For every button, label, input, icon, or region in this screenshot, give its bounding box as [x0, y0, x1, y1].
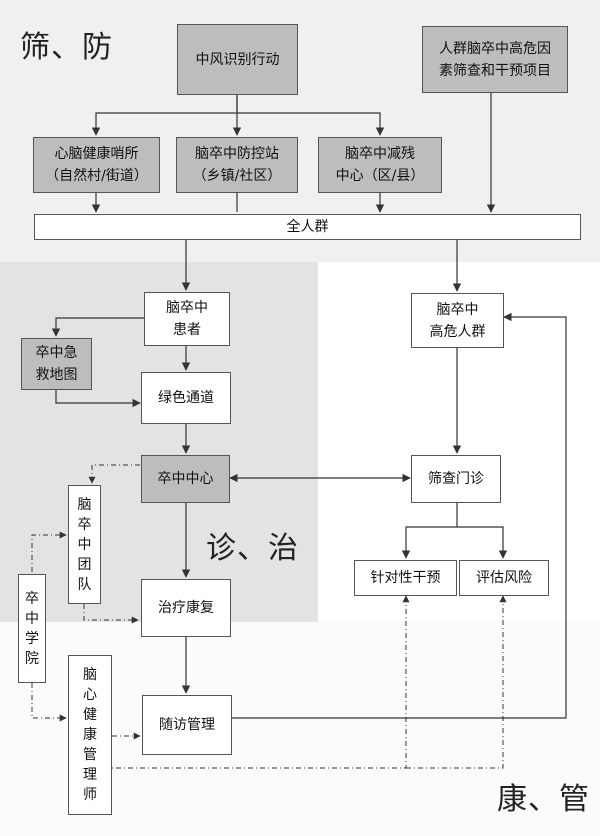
- section-label-diagnosis: 诊、治: [206, 531, 299, 566]
- treatment-rehab-box: 治疗康复: [141, 579, 231, 637]
- first-aid-map-box: 卒中急 救地图: [21, 338, 92, 390]
- disability-reduction-center-box: 脑卒中减残 中心（区/县）: [318, 137, 442, 193]
- high-risk-group-box: 脑卒中 高危人群: [411, 293, 504, 348]
- section-label-screening: 筛、防: [20, 30, 113, 65]
- whole-population-box: 全人群: [34, 214, 581, 240]
- stroke-center-box: 卒中中心: [141, 455, 230, 503]
- stroke-academy-box: 卒 中 学 院: [18, 574, 46, 683]
- section-label-management: 康、管: [497, 782, 590, 817]
- stroke-patients-box: 脑卒中 患者: [144, 292, 230, 346]
- screening-clinic-box: 筛查门诊: [411, 455, 501, 503]
- targeted-intervention-box: 针对性干预: [354, 560, 457, 596]
- health-manager-box: 脑 心 健 康 管 理 师: [68, 655, 112, 815]
- green-channel-box: 绿色通道: [141, 372, 231, 424]
- high-risk-screening-project-box: 人群脑卒中高危因 素筛查和干预项目: [422, 26, 568, 93]
- stroke-team-box: 脑 卒 中 团 队: [68, 485, 101, 604]
- stroke-recognition-action-box: 中风识别行动: [177, 24, 298, 95]
- health-sentinel-box: 心脑健康哨所 （自然村/街道）: [33, 137, 160, 193]
- risk-assessment-box: 评估风险: [459, 560, 549, 596]
- arrow-screening-to-targeted: [401, 503, 458, 559]
- arrow-screening-to-assess: [457, 526, 508, 559]
- prevention-station-box: 脑卒中防控站 （乡镇/社区）: [176, 137, 298, 193]
- follow-up-management-box: 随访管理: [142, 695, 232, 755]
